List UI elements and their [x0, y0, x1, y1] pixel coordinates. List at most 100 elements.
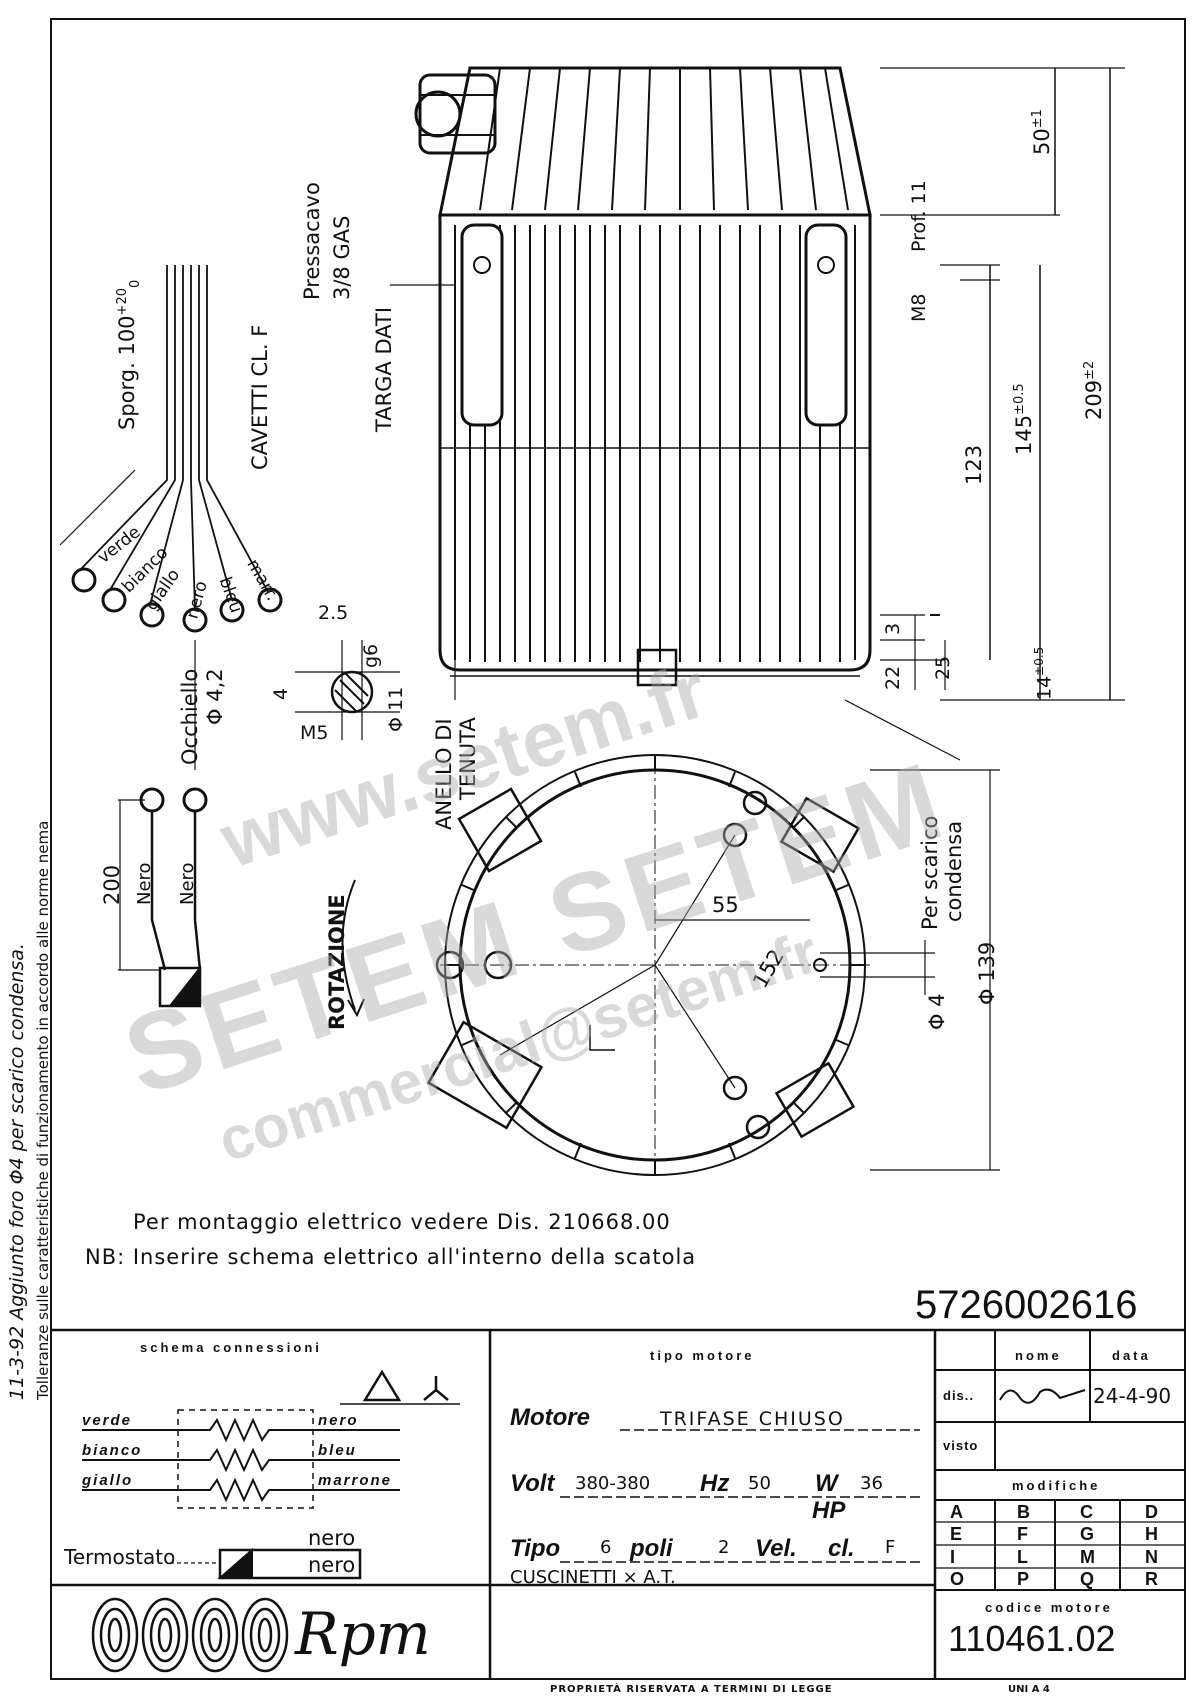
hz-value: 50 — [748, 1473, 771, 1494]
nero-label-2: Nero — [177, 862, 198, 905]
rotazione-label: ROTAZIONE — [325, 894, 349, 1030]
fan-cowl — [438, 66, 872, 217]
termo-nero-2: nero — [308, 1553, 356, 1577]
cavetti-label: CAVETTI CL. F — [248, 324, 272, 470]
tipo-label: Tipo — [510, 1535, 561, 1562]
modifiche-letter: R — [1145, 1569, 1158, 1589]
tipo-value: 6 — [600, 1537, 612, 1558]
ring-terminals — [71, 567, 283, 633]
condensa-label: condensa — [942, 820, 966, 922]
dim-4-label: Φ 4 — [925, 993, 949, 1030]
date-value: 24-4-90 — [1093, 1384, 1172, 1408]
modifiche-letter: Q — [1080, 1569, 1095, 1589]
dim-14-label: 14±0.5 — [1032, 646, 1056, 700]
modifiche-letter: P — [1017, 1569, 1030, 1589]
detail-2-5: 2.5 — [318, 602, 349, 624]
schema-heading: schema connessioni — [140, 1340, 322, 1355]
schema-left-bianco: bianco — [82, 1442, 143, 1459]
modifiche-letter: E — [950, 1524, 963, 1544]
fan-cowl-fins — [479, 67, 849, 211]
m8-label: M8 — [908, 293, 930, 322]
gas-label: 3/8 GAS — [330, 215, 354, 300]
modifiche-letter: H — [1145, 1524, 1158, 1544]
pressacavo-label: Pressacavo — [300, 182, 324, 300]
modifiche-letter: D — [1145, 1502, 1158, 1522]
volt-label: Volt — [510, 1470, 555, 1497]
nero-label-1: Nero — [134, 862, 155, 905]
modifiche-letter: G — [1080, 1524, 1095, 1544]
w-label: W — [815, 1470, 838, 1497]
modifiche-letter: O — [950, 1569, 965, 1589]
dim-22-label: 22 — [882, 665, 904, 690]
cl-label: cl. — [828, 1535, 855, 1562]
nome-heading: nome — [1015, 1348, 1062, 1363]
schema-right-marrone: marrone — [318, 1472, 393, 1489]
occhiello-label: Occhiello — [178, 668, 202, 765]
right-lug — [804, 223, 848, 427]
dis-label: dis.. — [943, 1388, 975, 1403]
cable-bundle — [79, 265, 269, 611]
detail-11: Φ 11 — [385, 686, 407, 732]
dim-123-label: 123 — [962, 444, 986, 485]
modifiche-letter: L — [1017, 1547, 1028, 1567]
modifiche-heading: modifiche — [1012, 1478, 1101, 1493]
body-fins — [454, 225, 856, 662]
schema-left-verde: verde — [82, 1412, 133, 1429]
detail-g6: g6 — [360, 643, 382, 668]
footer-proprieta: PROPRIETÀ RISERVATA A TERMINI DI LEGGE — [550, 1684, 833, 1695]
modifiche-letter: B — [1017, 1502, 1030, 1522]
modifiche-letter: M — [1080, 1547, 1095, 1567]
poli-value: 2 — [718, 1537, 730, 1558]
dim-209-label: 209±2 — [1082, 360, 1106, 420]
tenuta-label: TENUTA — [456, 717, 480, 800]
motore-label: Motore — [510, 1404, 590, 1431]
rpm-logo: Rpm — [295, 1600, 431, 1668]
codice-value: 110461.02 — [948, 1618, 1116, 1659]
cable-gland — [418, 73, 497, 155]
hp-label: HP — [812, 1497, 846, 1524]
scarico-label: Per scarico — [918, 815, 942, 930]
detail-4: 4 — [270, 687, 292, 700]
dim-25-label: 25 — [932, 655, 954, 680]
motor-body — [438, 213, 872, 672]
rpm-logo-coils — [91, 1597, 289, 1673]
dim-145-label: 145±0.5 — [1012, 383, 1036, 455]
modifiche-letter: A — [950, 1502, 963, 1522]
modifiche-letter: C — [1080, 1502, 1093, 1522]
schema-right-nero: nero — [318, 1412, 359, 1429]
dim-55-label: 55 — [712, 893, 739, 917]
visto-label: visto — [943, 1438, 979, 1453]
drawing-frame — [50, 18, 1186, 1680]
modifiche-letter: I — [950, 1547, 956, 1567]
note-montaggio: Per montaggio elettrico vedere Dis. 2106… — [133, 1210, 671, 1234]
dim-50-label: 50±1 — [1030, 109, 1054, 155]
targa-label: TARGA DATI — [372, 306, 396, 432]
dim-139-label: Φ 139 — [975, 941, 999, 1005]
schema-left-giallo: giallo — [82, 1472, 134, 1489]
w-value: 36 — [860, 1473, 883, 1494]
cuscinetti-label: CUSCINETTI × A.T. — [510, 1567, 676, 1588]
left-lug — [460, 223, 504, 427]
vel-label: Vel. — [755, 1535, 797, 1562]
prof-label: Prof. 11 — [908, 180, 930, 252]
note-nb: NB: Inserire schema elettrico all'intern… — [85, 1245, 697, 1269]
modifiche-letter: F — [1017, 1524, 1028, 1544]
termo-nero-1: nero — [308, 1526, 356, 1550]
detail-m5: M5 — [300, 722, 329, 744]
occhiello-dim: Φ 4,2 — [203, 668, 227, 725]
anello-label: ANELLO DI — [432, 718, 456, 830]
sporg-label: Sporg. 100+200 — [115, 279, 144, 430]
termostato-label: Termostato — [64, 1545, 176, 1569]
modifiche-letter: N — [1145, 1547, 1158, 1567]
dim-3-label: 3 — [882, 622, 904, 635]
drawing-number: 5726002616 — [915, 1283, 1138, 1327]
shaft — [636, 648, 678, 687]
poli-label: poli — [630, 1535, 673, 1562]
codice-heading: codice motore — [985, 1600, 1113, 1615]
hz-label: Hz — [700, 1470, 730, 1497]
motore-value: TRIFASE CHIUSO — [660, 1408, 845, 1430]
data-heading: data — [1112, 1348, 1151, 1363]
len-200-label: 200 — [100, 864, 124, 905]
schema-right-bleu: bleu — [318, 1442, 357, 1459]
